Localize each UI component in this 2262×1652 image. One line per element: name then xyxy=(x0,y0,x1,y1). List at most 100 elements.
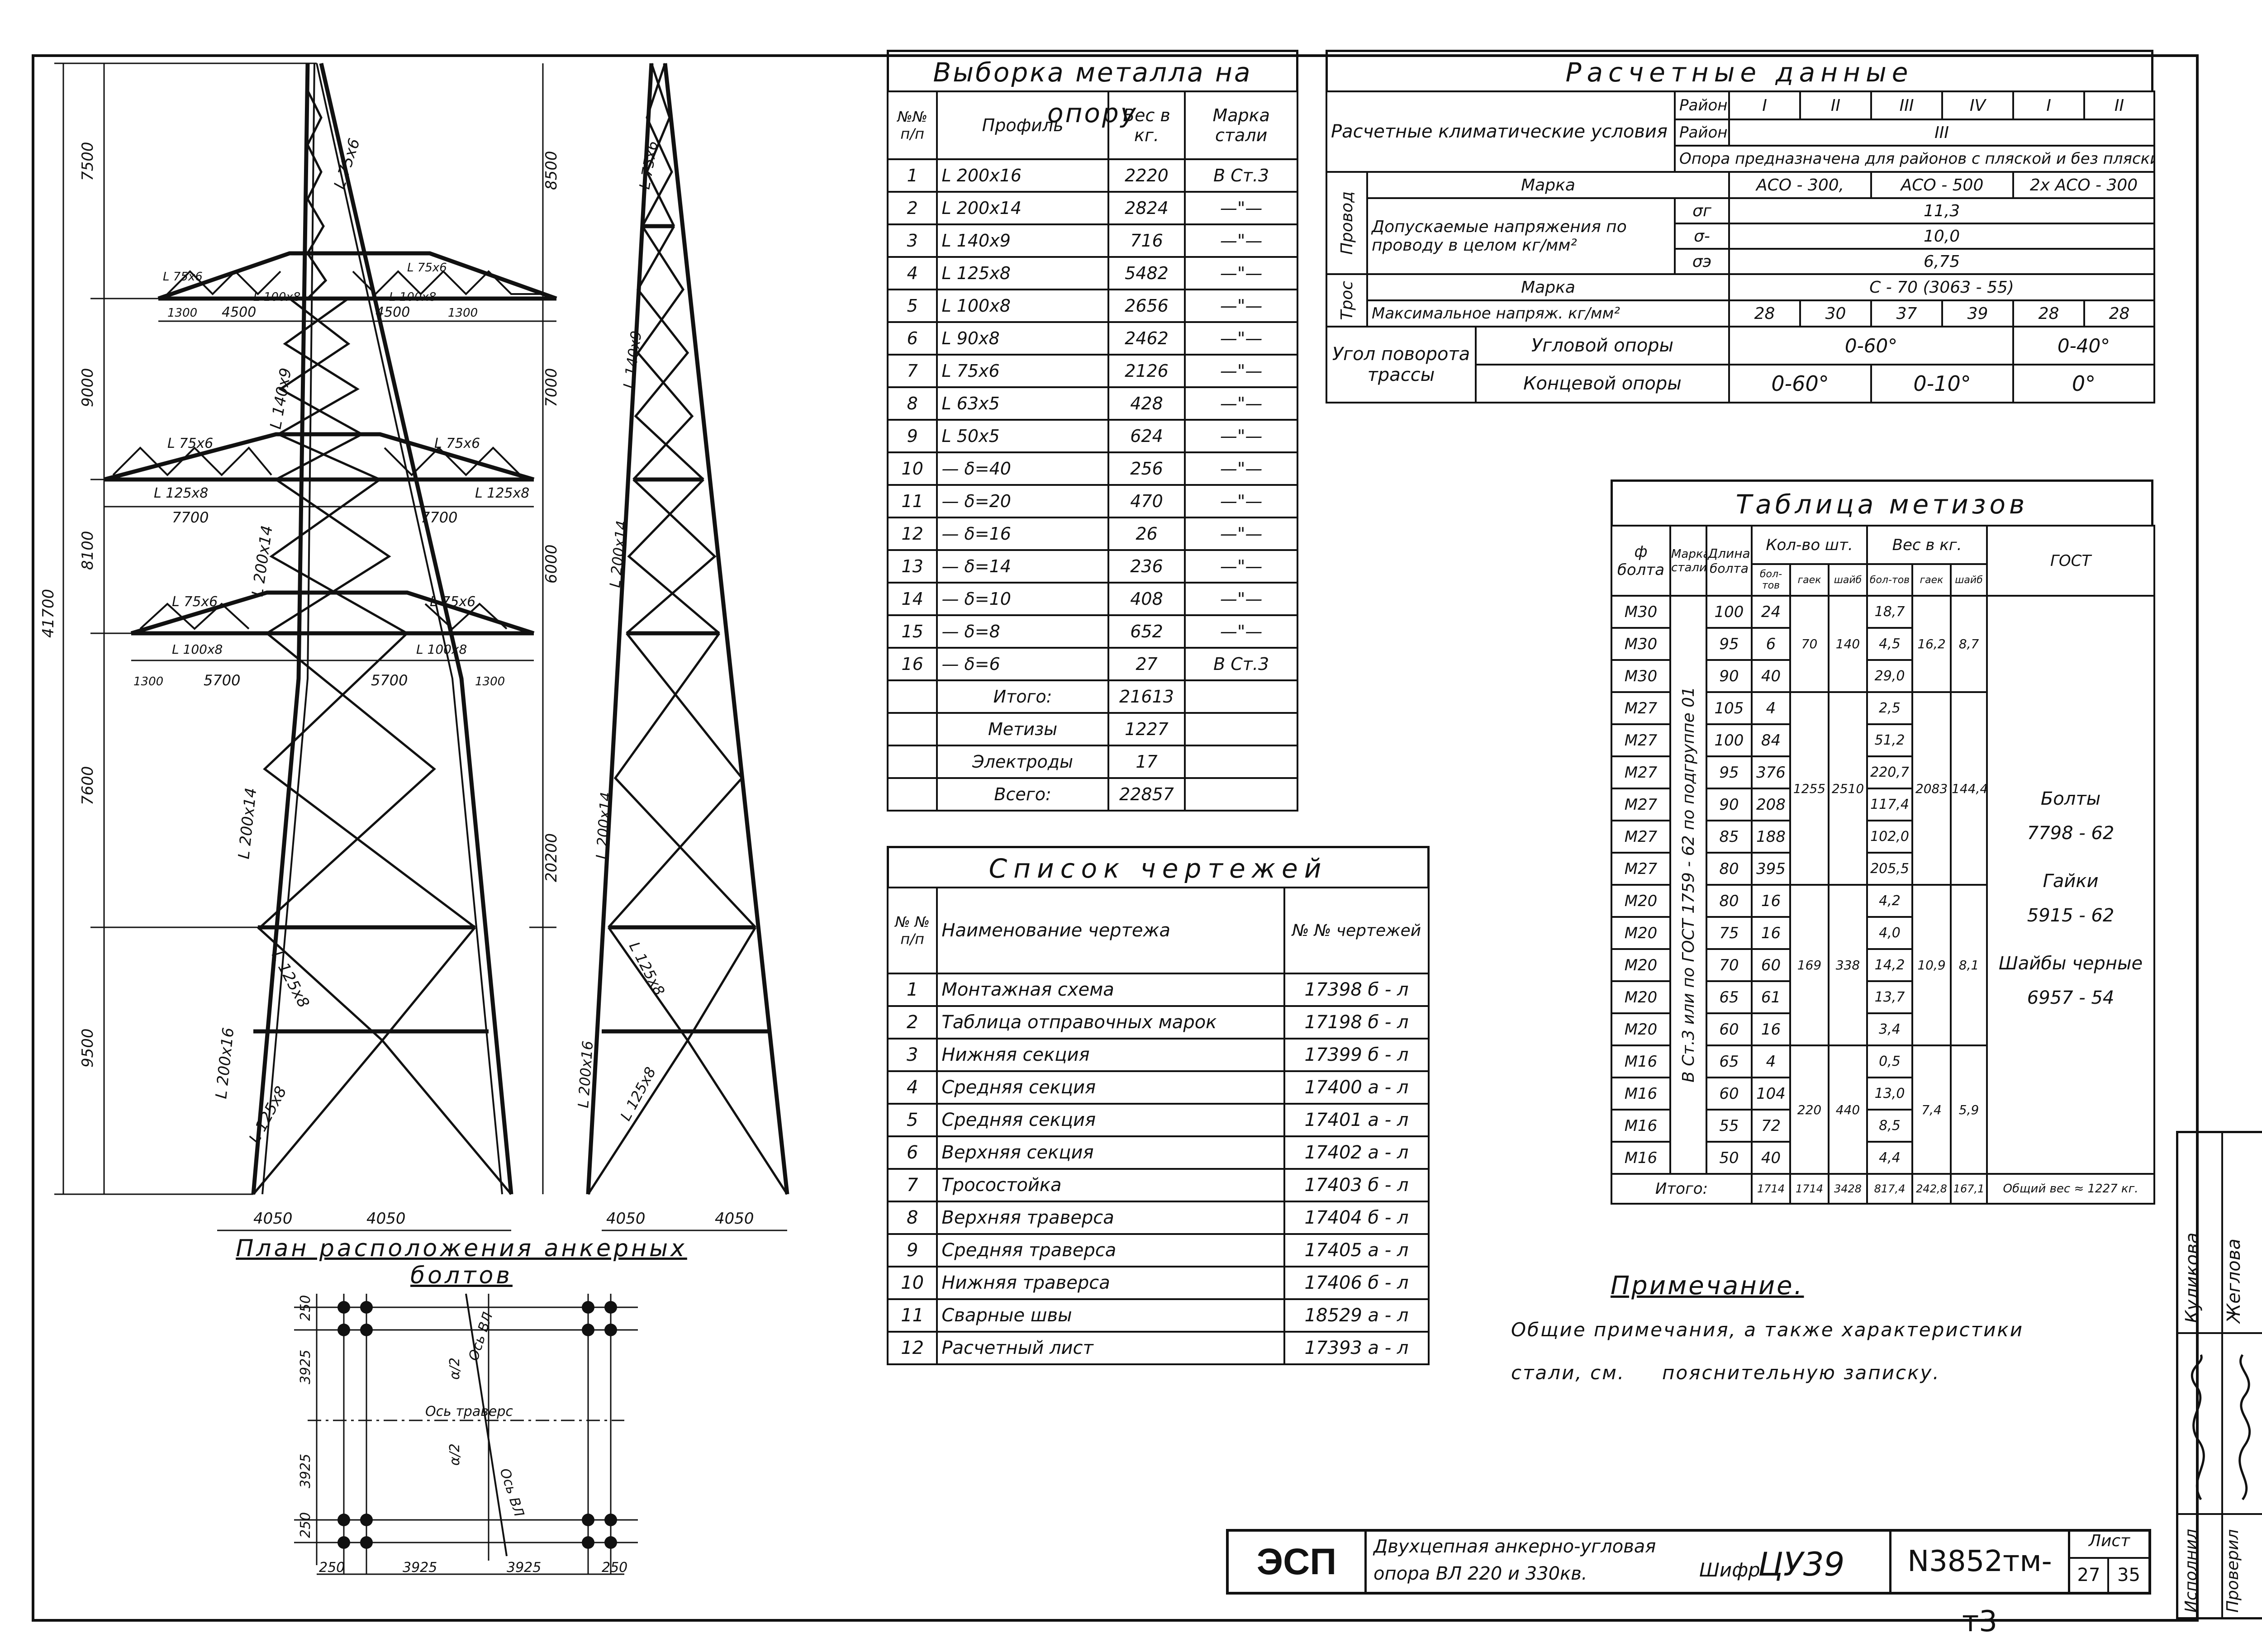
drawing-cell: 5 xyxy=(886,1103,938,1137)
hardware-cell: 50 xyxy=(1706,1141,1753,1175)
low-arm-b: L 100x8 xyxy=(172,642,223,657)
hardware-cell: М27 xyxy=(1611,723,1671,757)
metal-total-value: 1227 xyxy=(1107,712,1186,746)
metal-total-label: Метизы xyxy=(936,712,1109,746)
signature-1 xyxy=(2191,1354,2205,1500)
metal-cell: 2 xyxy=(886,191,938,225)
metal-cell: L 200x14 xyxy=(936,191,1109,225)
hardware-cell: 2,5 xyxy=(1866,691,1914,725)
hardware-cell: 24 xyxy=(1751,595,1791,629)
hardware-cell: М27 xyxy=(1611,820,1671,854)
hardware-total-label: Итого: xyxy=(1611,1173,1753,1205)
metal-cell: 16 xyxy=(886,647,938,681)
drawing-cell: Средняя траверса xyxy=(936,1233,1286,1267)
metal-cell: 2824 xyxy=(1107,191,1186,225)
angle-row-2-label: Концевой опоры xyxy=(1474,364,1730,404)
drawing-cell: Сварные швы xyxy=(936,1298,1286,1333)
low-arm-w3: 5700 xyxy=(371,672,408,689)
hardware-cell: 95 xyxy=(1706,627,1753,661)
plan-h-dim-2: 3925 xyxy=(403,1560,437,1576)
metal-cell: —"— xyxy=(1184,386,1298,421)
hardware-table: ф болта Марка стали Длина болта Кол-во ш… xyxy=(1611,525,2156,1205)
rope-stress-1: 28 xyxy=(1728,299,1801,328)
ice-label: Район по гололеду xyxy=(1674,90,1730,120)
hardware-cell: 55 xyxy=(1706,1109,1753,1143)
anchor-plan: 250 3925 3925 250 250 3925 3925 250 Ось … xyxy=(294,1293,638,1576)
metal-total-row: Всего:22857 xyxy=(886,777,1298,812)
hardware-total-weight: Общий вес ≈ 1227 кг. xyxy=(1986,1173,2156,1205)
drawing-cell: 8 xyxy=(886,1201,938,1235)
metal-cell: 15 xyxy=(886,614,938,649)
metal-cell: В Ст.3 xyxy=(1184,647,1298,681)
wire-mark-2: АСО - 500 xyxy=(1870,171,2015,199)
rope-stress-label: Максимальное напряж. кг/мм² xyxy=(1366,299,1730,328)
metal-cell: —"— xyxy=(1184,256,1298,290)
code-label: Шифр xyxy=(1699,1559,1760,1581)
drawing-cell: 17403 б - л xyxy=(1283,1168,1430,1202)
note-line-1: Общие примечания, а также характеристики xyxy=(1511,1319,2024,1341)
hardware-cell: 100 xyxy=(1706,595,1753,629)
drawing-cell: 2 xyxy=(886,1005,938,1040)
dim-left-2: 9000 xyxy=(79,368,97,407)
stress-val-1: 11,3 xyxy=(1728,197,2156,224)
hardware-total-value: 242,8 xyxy=(1911,1173,1952,1205)
dim-left-3: 8100 xyxy=(79,531,97,570)
metal-cell: —"— xyxy=(1184,191,1298,225)
metal-total-value: 17 xyxy=(1107,745,1186,779)
metal-cell: — δ=40 xyxy=(936,451,1109,486)
angle-row-1-v2: 0-40° xyxy=(2012,326,2156,366)
metal-cell: 2656 xyxy=(1107,289,1186,323)
metal-cell: 8 xyxy=(886,386,938,421)
metal-cell: —"— xyxy=(1184,419,1298,453)
hardware-cell: 16 xyxy=(1751,884,1791,918)
metal-cell: —"— xyxy=(1184,451,1298,486)
low-arm-a: L 75x6 xyxy=(172,594,218,610)
metal-cell: 14 xyxy=(886,582,938,616)
hardware-cell: 117,4 xyxy=(1866,788,1914,821)
wind-value: III xyxy=(1728,119,2156,147)
hardware-cell: 14,2 xyxy=(1866,948,1914,982)
hardware-cell: 72 xyxy=(1751,1109,1791,1143)
metal-cell: 27 xyxy=(1107,647,1186,681)
hardware-title: Таблица метизов xyxy=(1611,479,2153,525)
mid-arm-c: L 75x6 xyxy=(434,436,480,451)
ice-3: III xyxy=(1870,90,1944,120)
hardware-cell: 4,5 xyxy=(1866,627,1914,661)
angle-label: Угол поворота трассы xyxy=(1326,326,1477,404)
metal-cell: 6 xyxy=(886,321,938,356)
low-arm-w2: 5700 xyxy=(204,672,240,689)
metal-cell: —"— xyxy=(1184,484,1298,518)
hardware-cell: 8,7 xyxy=(1950,595,1988,693)
metal-cell: 652 xyxy=(1107,614,1186,649)
note-line-2: стали, см. пояснительную записку. xyxy=(1511,1362,1940,1384)
mid-arm-w1: 7700 xyxy=(172,509,209,526)
drawings-table: № № п/п Наименование чертежа № № чертеже… xyxy=(886,887,1430,1365)
metal-cell: 11 xyxy=(886,484,938,518)
metal-cell: —"— xyxy=(1184,289,1298,323)
hardware-cell: 70 xyxy=(1706,948,1753,982)
metal-cell: L 125x8 xyxy=(936,256,1109,290)
hardware-cell: 169 xyxy=(1789,884,1830,1046)
rope-stress-3: 37 xyxy=(1870,299,1944,328)
hardware-cell: 65 xyxy=(1706,1044,1753,1078)
climate-label: Расчетные климатические условия xyxy=(1325,90,1676,173)
drawing-cell: Монтажная схема xyxy=(936,973,1286,1007)
hardware-cell: 1255 xyxy=(1789,691,1830,886)
rope-mark-label: Марка xyxy=(1366,273,1730,301)
plan-h-dim-3: 3925 xyxy=(507,1560,541,1576)
hardware-cell: 6 xyxy=(1751,627,1791,661)
top-arm-w1: 1300 xyxy=(167,306,197,320)
metal-cell: L 75x6 xyxy=(936,354,1109,388)
metal-cell: 5482 xyxy=(1107,256,1186,290)
